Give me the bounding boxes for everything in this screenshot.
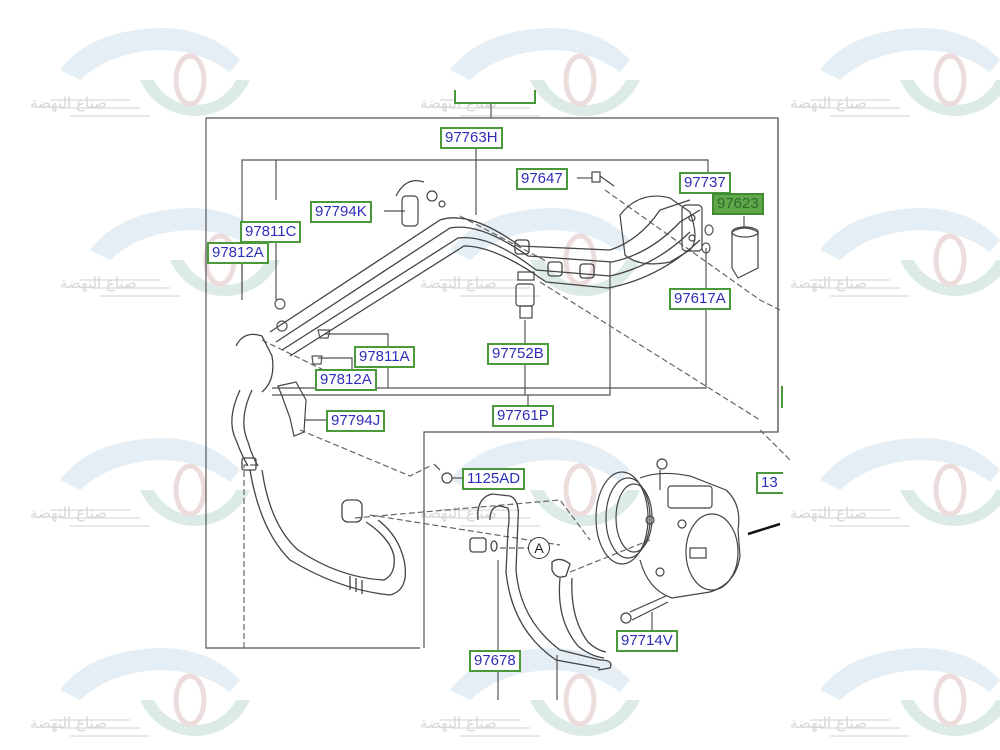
part-label-97812A-mid[interactable]: 97812A (315, 369, 377, 391)
leader-97617A (272, 248, 707, 389)
compressor (595, 458, 741, 599)
leader-97812A-mid (318, 357, 353, 372)
leader-97752B (272, 262, 611, 396)
watermark-text: صناع النهضة (790, 504, 867, 522)
part-label-97761P[interactable]: 97761P (492, 405, 554, 427)
pipe-upper-a (269, 199, 691, 333)
watermark-text: صناع النهضة (30, 504, 107, 522)
o-ring-2 (701, 242, 711, 254)
nut-97812A (311, 355, 323, 365)
watermark-logo-icon (810, 208, 1000, 297)
watermark-text: صناع النهضة (30, 94, 107, 112)
leader-right-13 (747, 522, 781, 536)
watermark-text: صناع النهضة (60, 274, 137, 292)
watermark-logo-icon (810, 438, 1000, 527)
pipe-upper-b (275, 209, 701, 343)
part-label-13-partial[interactable]: 13 (756, 472, 783, 494)
nut-2 (276, 320, 288, 332)
part-label-97794J[interactable]: 97794J (326, 410, 386, 432)
bolt-97647 (591, 171, 615, 187)
watermark-text: صناع النهضة (420, 274, 497, 292)
watermark-logo-icon (810, 648, 1000, 737)
part-label-97623[interactable]: 97623 (712, 193, 764, 215)
part-label-97737[interactable]: 97737 (679, 172, 731, 194)
watermark-logo-icon (50, 648, 250, 737)
watermark-logo-icon (50, 28, 250, 117)
nut-97811A (317, 329, 331, 339)
watermark-text: صناع النهضة (30, 714, 107, 732)
bolt-97714V (620, 595, 669, 624)
receiver-dryer (731, 226, 759, 279)
leader-97763H (241, 148, 709, 290)
watermark-logo-icon (810, 28, 1000, 117)
pipe-upper-c (281, 231, 691, 351)
part-label-97811A[interactable]: 97811A (354, 346, 415, 368)
bolt-1125AD (433, 463, 453, 484)
watermark-text: صناع النهضة (790, 714, 867, 732)
o-ring-1 (704, 224, 714, 236)
inner-frame-right (423, 118, 779, 648)
part-label-97617A[interactable]: 97617A (669, 288, 731, 310)
part-label-97811C[interactable]: 97811C (240, 221, 302, 243)
watermark-text: صناع النهضة (790, 94, 867, 112)
part-label-97812A-top[interactable]: 97812A (207, 242, 269, 264)
pipe-upper-d (289, 239, 701, 357)
discharge-hose (469, 493, 612, 671)
pressure-switch (515, 271, 535, 319)
watermark-text: صناع النهضة (790, 274, 867, 292)
part-label-97647[interactable]: 97647 (516, 168, 568, 190)
watermark-logo-icon (50, 438, 250, 527)
part-label-97794K[interactable]: 97794K (310, 201, 372, 223)
left-hose (231, 333, 407, 596)
part-label-97678[interactable]: 97678 (469, 650, 521, 672)
part-label-97752B[interactable]: 97752B (487, 343, 549, 365)
part-label-97714V[interactable]: 97714V (616, 630, 678, 652)
nut-1 (274, 298, 286, 310)
part-label-97763H[interactable]: 97763H (440, 127, 503, 149)
watermark-logo-icon (440, 438, 640, 527)
expansion-valve (619, 195, 703, 265)
leader-97678 (497, 560, 558, 700)
part-label-top-cut[interactable] (454, 90, 536, 104)
part-label-1125AD[interactable]: 1125AD (462, 468, 526, 490)
watermark-text: صناع النهضة (420, 714, 497, 732)
callout-a: A (528, 537, 550, 559)
watermark-logo-icon (440, 28, 640, 117)
bracket-97794J (277, 381, 307, 437)
clamp-97794K (395, 180, 446, 227)
